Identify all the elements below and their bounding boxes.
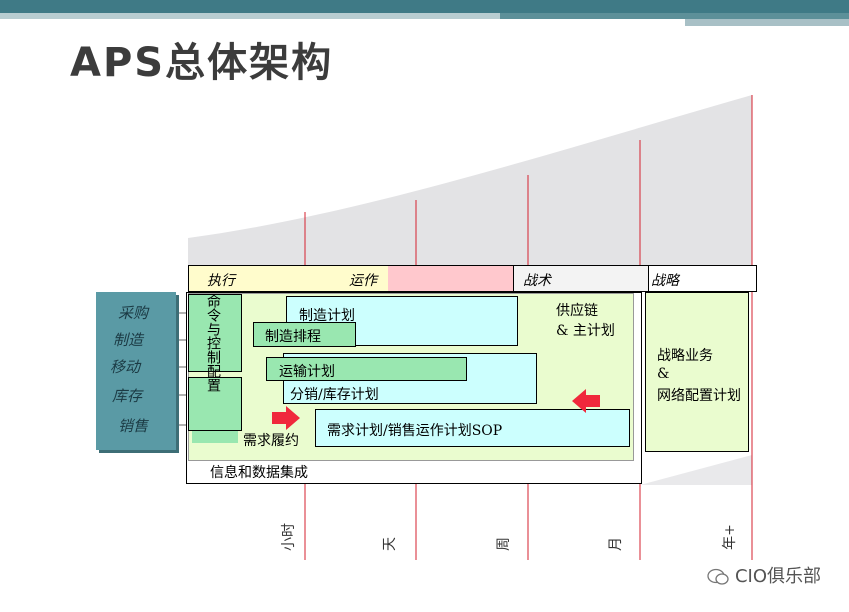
header-cell-operation-pink (388, 266, 513, 291)
time-label-month: 月 (608, 537, 624, 551)
manufacturing-schedule-label: 制造排程 (265, 329, 321, 345)
strategy-box: 战略业务 & 网络配置计划 (645, 292, 749, 452)
page-title: APS总体架构 (70, 40, 334, 86)
strategy-label-line3: 网络配置计划 (657, 388, 741, 404)
demand-plan-label: 需求计划/销售运作计划SOP (327, 423, 503, 439)
function-box: 采购 制造 移动 库存 销售 (96, 292, 176, 450)
command-control-box-lower (188, 377, 242, 431)
strategy-label-line1: 战略业务 (657, 348, 713, 364)
function-item-manufacturing: 制造 (113, 331, 144, 349)
time-label-hour: 小时 (281, 523, 297, 551)
function-item-sales: 销售 (118, 417, 149, 435)
transport-plan-label: 运输计划 (279, 364, 335, 380)
command-control-box-upper (188, 294, 242, 372)
transport-plan-box: 运输计划 (266, 357, 467, 381)
time-label-year: 年+ (722, 524, 738, 550)
function-item-movement: 移动 (110, 358, 141, 376)
wechat-icon (707, 568, 729, 585)
header-cell-execution (189, 266, 388, 291)
horizon-curve-lower (640, 455, 752, 485)
arrow-left-icon (572, 389, 600, 413)
top-accent-bar-strip (685, 19, 849, 26)
supply-chain-label-line1: 供应链 (556, 303, 598, 319)
top-accent-bar-dark (500, 13, 849, 19)
manufacturing-plan-label: 制造计划 (299, 308, 355, 324)
function-item-procurement: 采购 (118, 304, 149, 322)
watermark: CIO俱乐部 (707, 562, 821, 588)
supply-chain-label-line2: & 主计划 (556, 323, 615, 339)
fulfillment-marker (192, 431, 238, 443)
header-operation-label: 运作 (349, 273, 377, 289)
manufacturing-schedule-box: 制造排程 (253, 322, 356, 347)
header-tactics-label: 战术 (523, 273, 551, 289)
header-cell-strategy (648, 266, 756, 291)
header-row: 执行 运作 战术 战略 (188, 265, 757, 292)
top-accent-bar (0, 0, 849, 13)
integration-label: 信息和数据集成 (210, 465, 308, 481)
top-accent-bar-light (0, 13, 500, 19)
function-item-inventory: 库存 (112, 387, 143, 405)
header-execution-label: 执行 (207, 273, 235, 289)
fulfillment-label: 需求履约 (243, 433, 299, 449)
time-label-week: 周 (496, 537, 512, 551)
command-control-label: 命令与控制配置 (205, 294, 221, 392)
horizon-curve (188, 95, 752, 265)
header-strategy-label: 战略 (651, 273, 679, 289)
time-label-day: 天 (382, 537, 398, 551)
arrow-right-icon (272, 406, 300, 430)
distribution-plan-label: 分销/库存计划 (290, 387, 379, 403)
strategy-label-line2: & (657, 366, 670, 382)
watermark-text: CIO俱乐部 (734, 566, 821, 587)
demand-plan-box: 需求计划/销售运作计划SOP (315, 409, 630, 447)
header-cell-tactics (513, 266, 648, 291)
